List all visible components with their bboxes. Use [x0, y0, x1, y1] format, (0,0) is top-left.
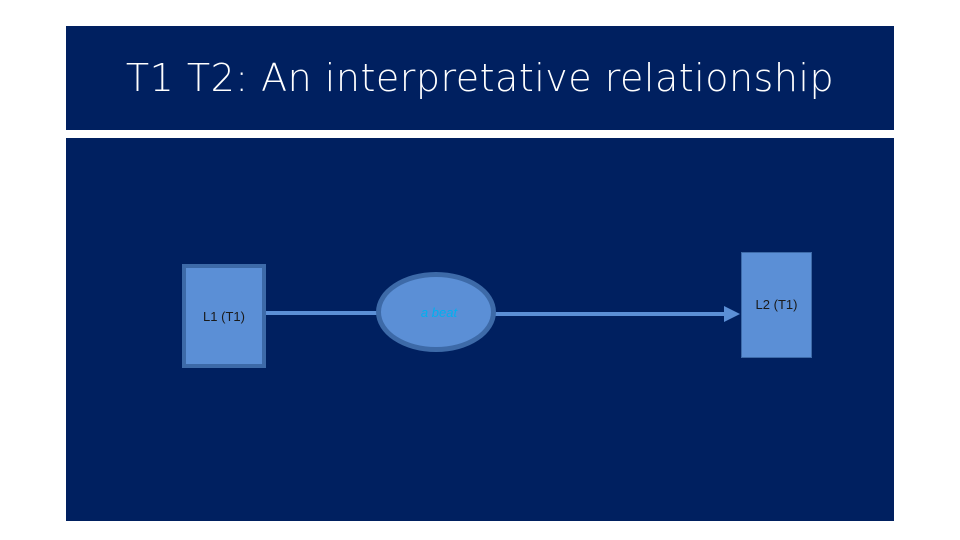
- left-box-label: L1 (T1): [203, 308, 245, 324]
- title-band: T1 T2: An interpretative relationship: [66, 26, 894, 130]
- slide-title: T1 T2: An interpretative relationship: [125, 56, 835, 100]
- right-box-label: L2 (T1): [755, 297, 798, 312]
- middle-node-label: a beat: [420, 304, 458, 320]
- left-box: L1 (T1): [182, 264, 266, 368]
- right-box: L2 (T1): [741, 252, 812, 358]
- middle-node: a beat: [376, 272, 496, 352]
